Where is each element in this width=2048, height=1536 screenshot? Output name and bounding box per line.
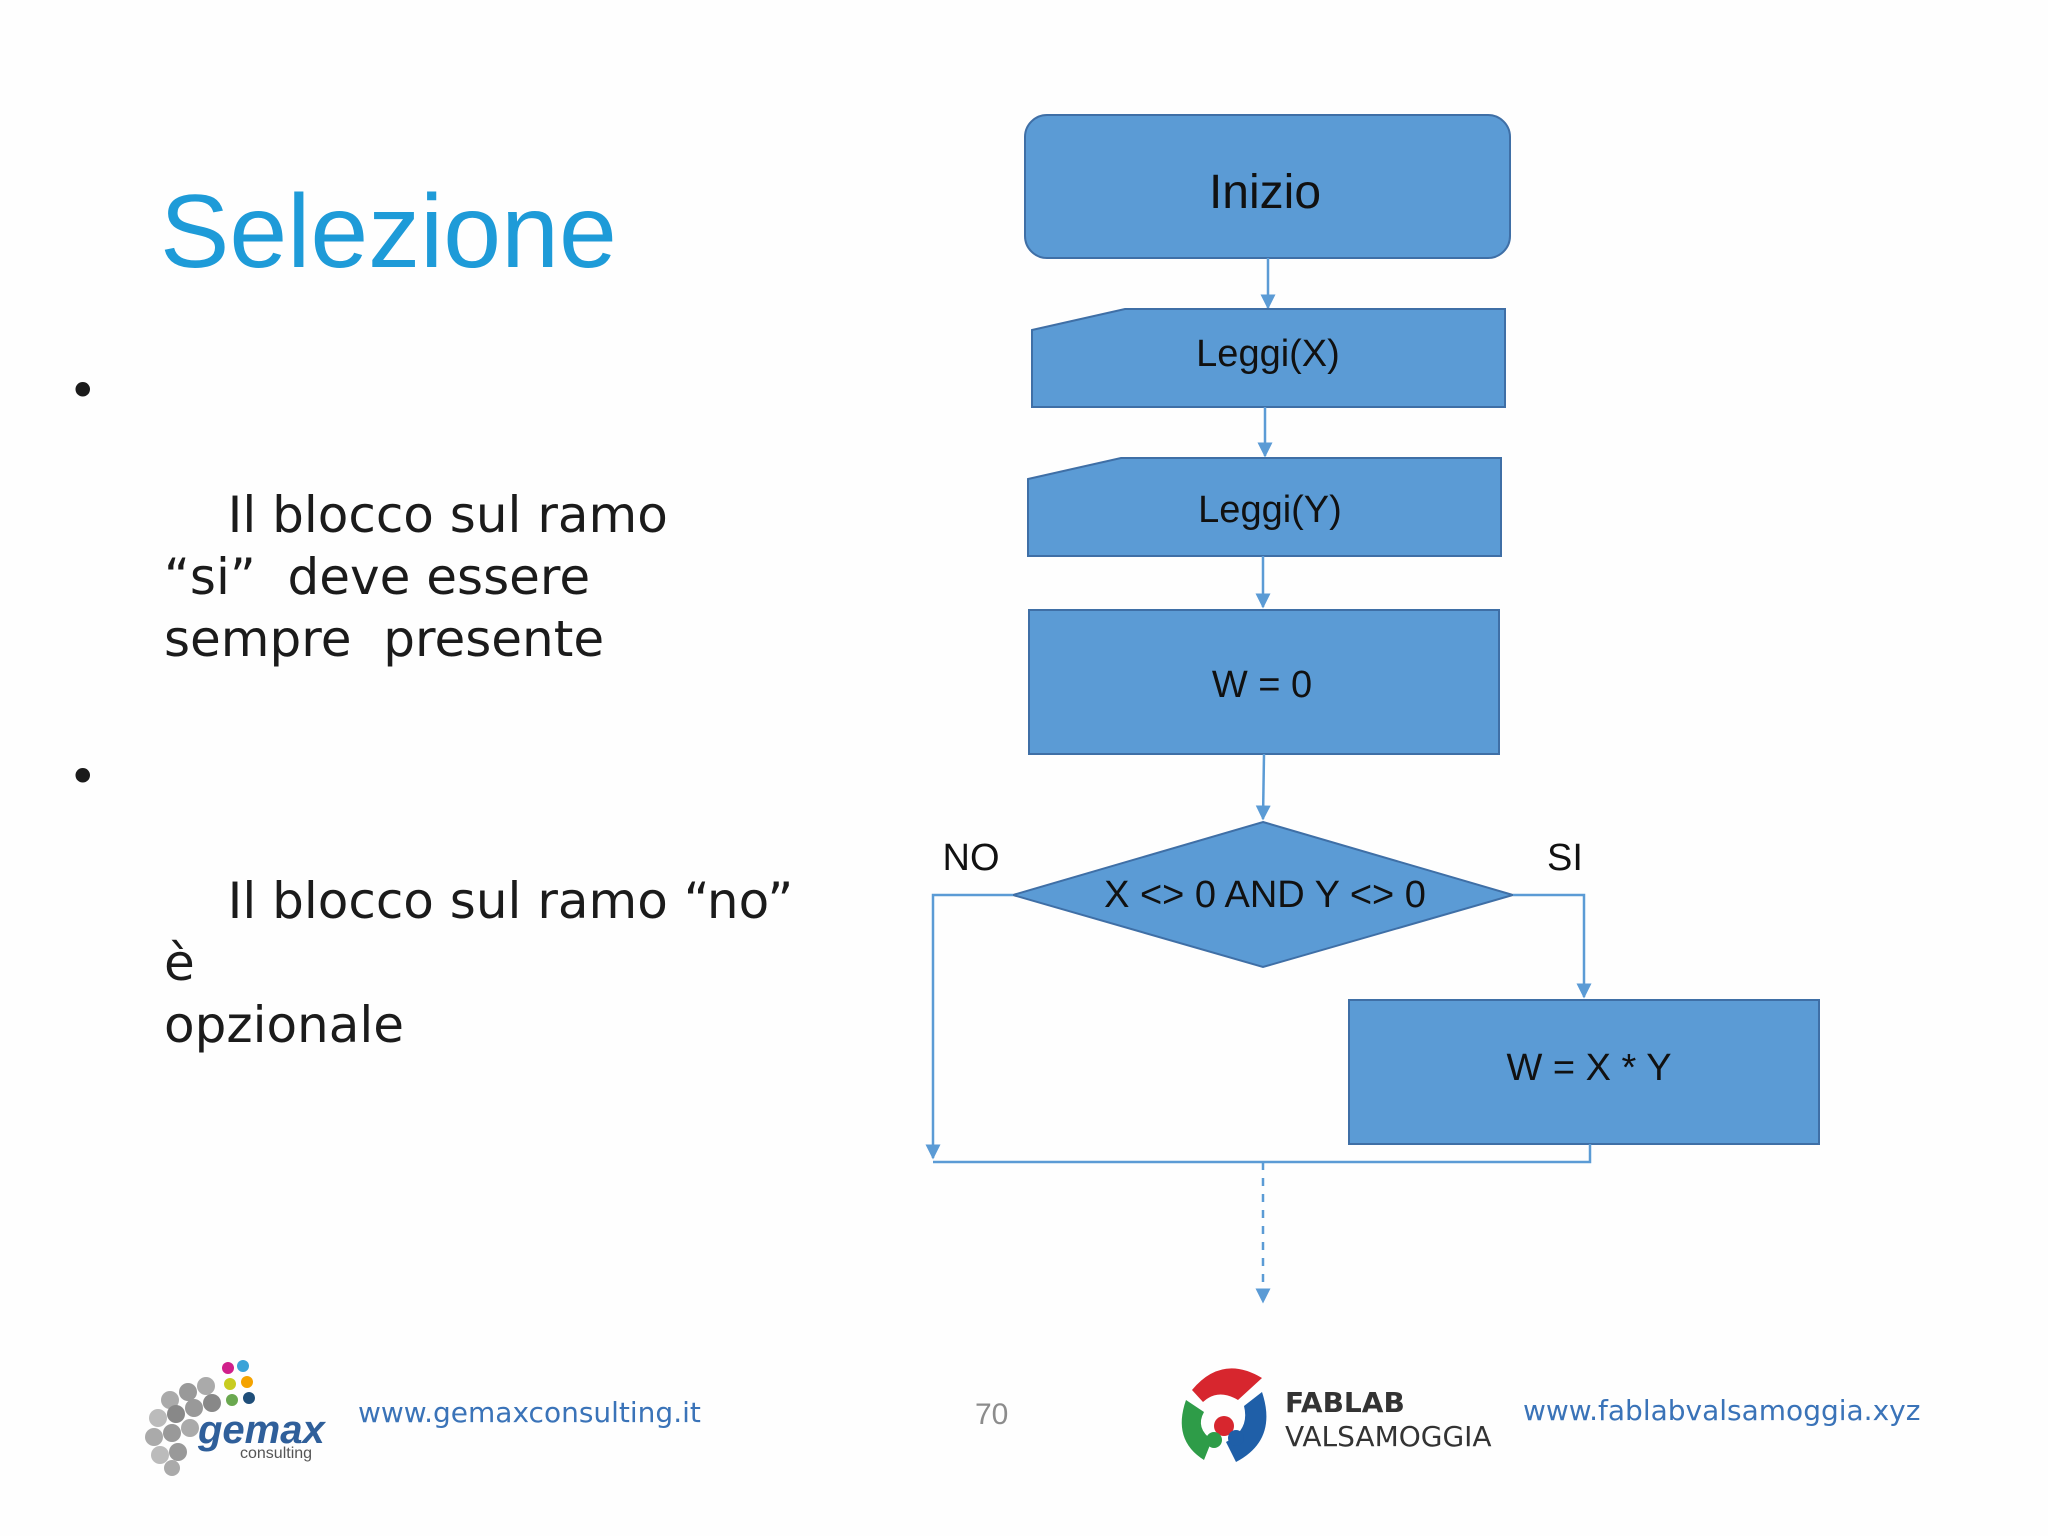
gemax-subtitle: consulting — [240, 1445, 312, 1462]
decision-node — [1009, 820, 1517, 969]
input-node-y — [1027, 457, 1502, 557]
fablab-logo-icon — [1181, 1368, 1267, 1462]
yes-branch-label: SI — [1547, 837, 1583, 879]
bullet-item: • Il blocco sul ramo “no” è opzionale — [60, 746, 820, 1118]
start-label: Inizio — [1209, 166, 1321, 219]
slide-title: Selezione — [160, 174, 617, 290]
bullet-dot-icon: • — [68, 748, 98, 806]
bullet-dot-icon: • — [68, 362, 98, 420]
process-node-multiply — [1348, 999, 1820, 1145]
process-label-w0: W = 0 — [1212, 664, 1312, 706]
merge-connector — [933, 1144, 1592, 1164]
yes-branch-connector — [1513, 893, 1592, 999]
process-node-w0 — [1028, 609, 1500, 755]
fablab-line1: FABLAB — [1285, 1386, 1405, 1419]
gemax-logo: gemax consulting — [145, 1360, 326, 1476]
input-label-y: Leggi(Y) — [1198, 489, 1342, 531]
page-number: 70 — [975, 1398, 1009, 1431]
gemax-website-link[interactable]: www.gemaxconsulting.it — [358, 1396, 701, 1429]
fablab-website-link[interactable]: www.fablabvalsamoggia.xyz — [1523, 1394, 1921, 1427]
decision-label: X <> 0 AND Y <> 0 — [1104, 874, 1426, 916]
fablab-line2: VALSAMOGGIA — [1285, 1420, 1492, 1453]
input-label-x: Leggi(X) — [1196, 333, 1340, 375]
no-branch-label: NO — [943, 837, 1000, 879]
process-label-multiply: W = X * Y — [1506, 1047, 1671, 1089]
no-branch-connector — [925, 893, 1013, 1160]
bullet-text: Il blocco sul ramo “no” è opzionale — [164, 872, 794, 1054]
bullet-list: • Il blocco sul ramo “si” deve essere se… — [60, 360, 820, 1132]
fablab-wordmark: FABLAB VALSAMOGGIA — [1285, 1386, 1492, 1454]
bullet-text: Il blocco sul ramo “si” deve essere semp… — [164, 486, 668, 668]
bullet-item: • Il blocco sul ramo “si” deve essere se… — [60, 360, 820, 732]
gemax-dots-icon — [145, 1360, 255, 1476]
arrow-assign-to-decision — [1255, 753, 1271, 821]
input-node-x — [1031, 308, 1506, 408]
gemax-wordmark: gemax — [197, 1408, 326, 1452]
